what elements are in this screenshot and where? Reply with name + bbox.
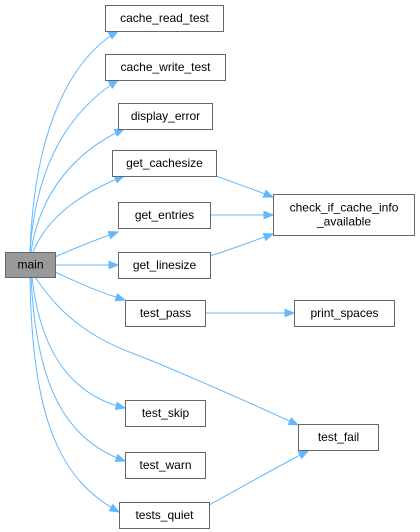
edge-get_cachesize-to-check_if_cache_info_available <box>215 175 275 198</box>
edge-line <box>29 79 119 253</box>
node-label: cache_read_test <box>120 11 209 25</box>
node-label: get_linesize <box>133 258 197 272</box>
edge-test_pass-to-print_spaces <box>205 308 296 318</box>
node-label: display_error <box>131 109 200 123</box>
node-label: get_cachesize <box>126 156 203 170</box>
node-label: test_pass <box>140 306 191 320</box>
node-main[interactable]: main <box>5 252 56 278</box>
node-label: main <box>17 258 43 272</box>
node-box[interactable] <box>298 424 379 451</box>
edge-line <box>34 276 299 426</box>
node-box[interactable] <box>105 5 224 32</box>
node-print-spaces[interactable]: print_spaces <box>294 300 395 327</box>
node-label: get_entries <box>135 208 194 222</box>
arrowhead-icon <box>113 175 126 184</box>
node-box[interactable] <box>105 54 226 81</box>
edge-line <box>208 450 309 506</box>
edge-main-to-get_linesize <box>55 260 120 270</box>
node-test-warn[interactable]: test_warn <box>125 452 206 479</box>
edge-line <box>209 233 274 257</box>
edge-tests_quiet-to-test_fail <box>208 450 310 506</box>
arrowhead-icon <box>262 189 275 198</box>
node-tests-quiet[interactable]: tests_quiet <box>119 502 210 529</box>
arrowhead-icon <box>114 293 127 302</box>
edge-main-to-get_entries <box>54 231 120 258</box>
edge-main-to-get_cachesize <box>32 175 126 253</box>
node-box[interactable] <box>118 202 211 229</box>
arrowhead-icon <box>262 233 275 242</box>
arrowhead-icon <box>107 79 120 89</box>
arrowhead-icon <box>108 260 120 270</box>
node-box[interactable] <box>294 300 395 327</box>
edge-main-to-test_skip <box>31 276 127 411</box>
node-label: test_skip <box>142 406 190 420</box>
edge-line <box>54 271 126 301</box>
node-label: cache_write_test <box>120 60 211 74</box>
node-label: test_warn <box>139 458 191 472</box>
node-cache-read-test[interactable]: cache_read_test <box>105 5 224 32</box>
node-label: tests_quiet <box>135 508 194 522</box>
node-box[interactable] <box>125 452 206 479</box>
node-cache-write-test[interactable]: cache_write_test <box>105 54 226 81</box>
node-box[interactable] <box>125 300 206 327</box>
edge-main-to-cache_write_test <box>29 79 120 253</box>
arrowhead-icon <box>263 210 275 220</box>
edge-main-to-test_fail <box>34 276 300 426</box>
edge-line <box>31 276 126 409</box>
node-box[interactable] <box>273 194 415 236</box>
node-get-entries[interactable]: get_entries <box>118 202 211 229</box>
node-label: check_if_cache_info <box>290 201 399 215</box>
node-label: _available <box>316 215 371 229</box>
edge-main-to-cache_read_test <box>29 30 120 253</box>
nodes-layer: main cache_read_test cache_write_testdispl… <box>5 5 415 529</box>
node-test-fail[interactable]: test_fail <box>298 424 379 451</box>
edge-line <box>54 231 119 258</box>
arrowhead-icon <box>107 231 120 240</box>
arrowhead-icon <box>114 401 127 411</box>
arrowhead-icon <box>107 30 120 40</box>
edge-main-to-test_pass <box>54 271 127 302</box>
node-display-error[interactable]: display_error <box>118 103 213 130</box>
edge-get_linesize-to-check_if_cache_info_available <box>209 233 275 257</box>
node-check-if-cache-info-available[interactable]: check_if_cache_info_available <box>273 194 415 236</box>
edge-line <box>32 175 125 253</box>
arrowhead-icon <box>108 503 121 513</box>
node-test-pass[interactable]: test_pass <box>125 300 206 327</box>
edge-line <box>29 30 119 253</box>
node-test-skip[interactable]: test_skip <box>125 400 206 427</box>
arrowhead-icon <box>297 450 310 460</box>
node-label: print_spaces <box>310 306 378 320</box>
node-label: test_fail <box>318 430 359 444</box>
edge-main-to-tests_quiet <box>29 276 121 513</box>
node-box[interactable] <box>125 400 206 427</box>
edge-line <box>30 276 126 462</box>
arrowhead-icon <box>114 453 127 462</box>
node-get-linesize[interactable]: get_linesize <box>118 252 211 279</box>
node-get-cachesize[interactable]: get_cachesize <box>112 150 217 177</box>
arrowhead-icon <box>287 417 300 426</box>
node-box[interactable] <box>5 252 56 278</box>
edge-get_entries-to-check_if_cache_info_available <box>210 210 275 220</box>
edge-main-to-test_warn <box>30 276 127 462</box>
node-box[interactable] <box>118 103 213 130</box>
node-box[interactable] <box>119 502 210 529</box>
edge-line <box>29 276 120 513</box>
arrowhead-icon <box>113 128 126 137</box>
arrowhead-icon <box>284 308 296 318</box>
node-box[interactable] <box>112 150 217 177</box>
edge-line <box>30 128 125 253</box>
node-box[interactable] <box>118 252 211 279</box>
